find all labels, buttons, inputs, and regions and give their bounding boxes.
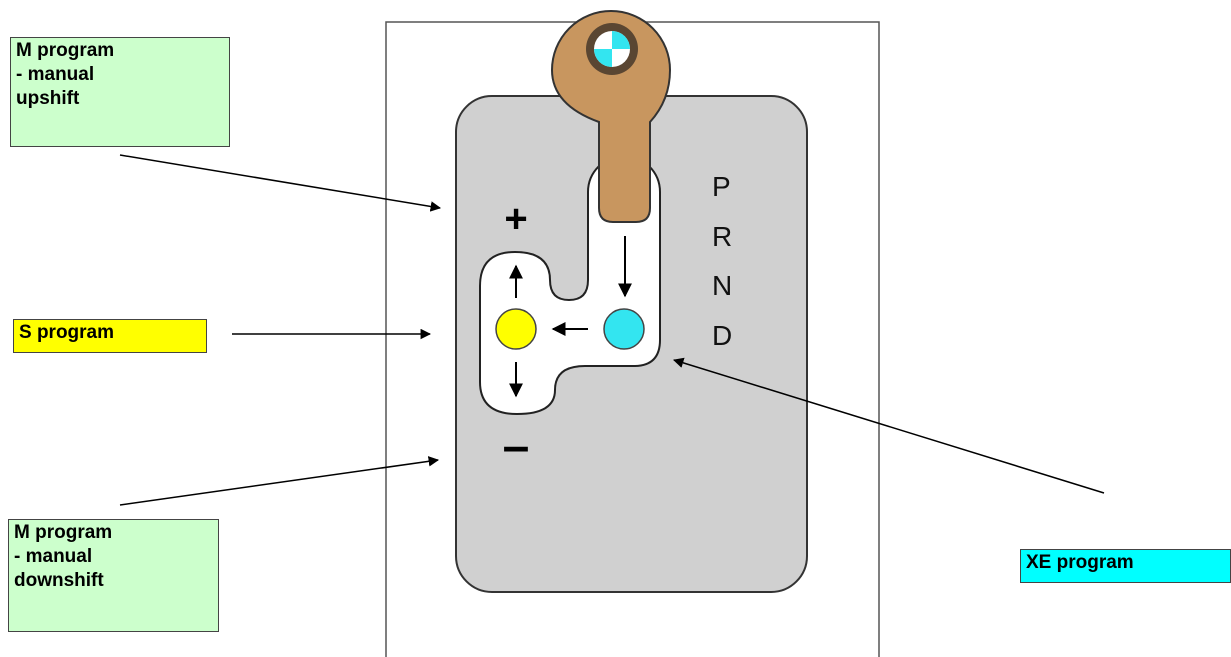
callout-line: downshift	[14, 570, 104, 591]
callout-line: upshift	[16, 88, 80, 109]
callout-line: M program	[14, 522, 113, 543]
xe-position-dot	[603, 308, 645, 350]
pointer-m-upshift	[119, 154, 442, 212]
callout-xe-program: XE program	[1020, 549, 1231, 583]
bmw-roundel-icon	[586, 23, 638, 75]
gate-letter-n: N	[712, 270, 732, 301]
callout-line: XE program	[1026, 552, 1134, 573]
gear-lever	[550, 10, 672, 223]
callout-m-program-upshift: M program - manual upshift	[10, 37, 230, 147]
pointer-xe-program	[672, 357, 1105, 494]
pointer-m-downshift	[119, 456, 440, 506]
callout-line: - manual	[14, 546, 93, 567]
gate-letter-p: P	[712, 171, 731, 202]
callout-s-program: S program	[13, 319, 207, 353]
callout-line: S program	[19, 322, 115, 343]
minus-sign: –	[503, 420, 530, 473]
gate-letter-d: D	[712, 320, 732, 351]
callout-line: M program	[16, 40, 115, 61]
s-position-dot	[495, 308, 537, 350]
callout-line: - manual	[16, 64, 95, 85]
plus-sign: +	[504, 197, 527, 241]
callout-m-program-downshift: M program - manual downshift	[8, 519, 219, 632]
gate-letter-r: R	[712, 221, 732, 252]
